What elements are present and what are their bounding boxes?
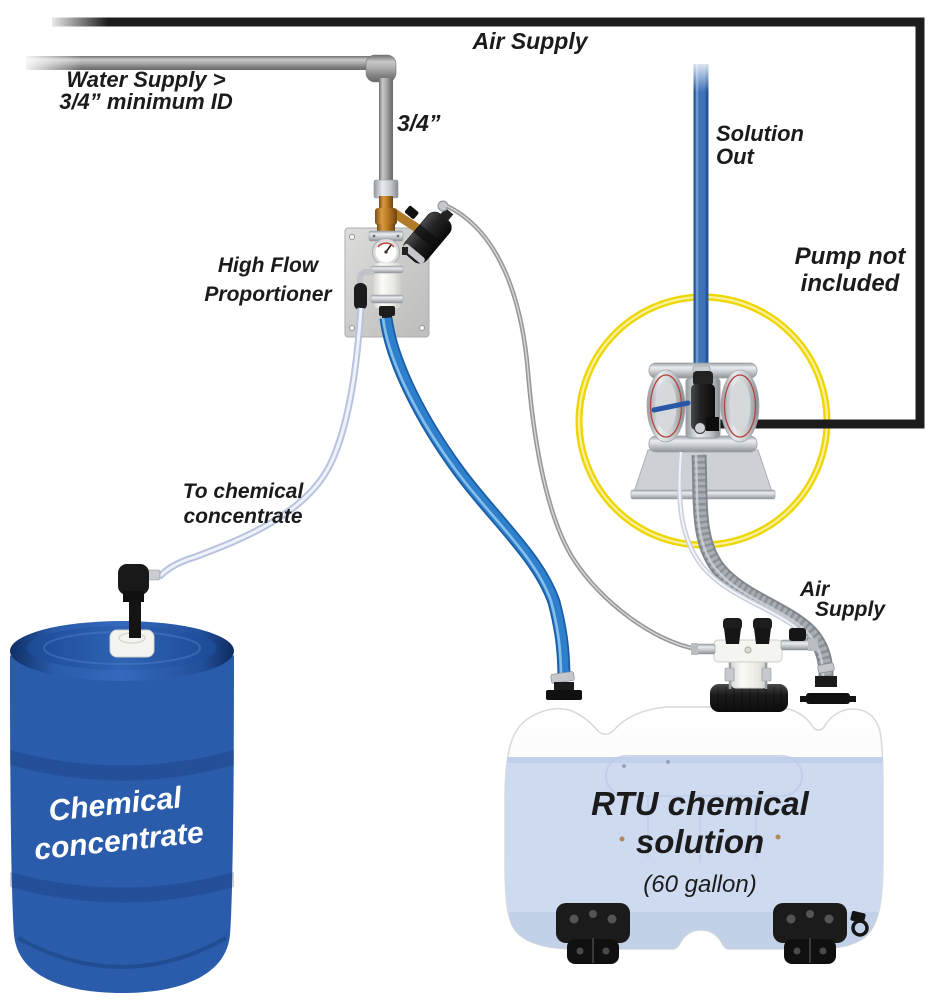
level-rod-tab: [724, 667, 735, 682]
drum-rib-band: [10, 750, 234, 781]
water-pipe-horizontal: [26, 56, 376, 70]
manifold-screw: [744, 646, 752, 654]
manifold-left-fitting: [696, 643, 716, 655]
pump-inlet-detail: [694, 422, 706, 434]
port-fitting: [815, 676, 837, 687]
gauge-side-knob: [402, 247, 408, 255]
hose-clamp: [817, 662, 835, 674]
air-line-path: [52, 17, 925, 429]
water-supply-pipe: [26, 54, 399, 199]
panel-screw-holes: [348, 233, 426, 332]
metering-body: [370, 262, 404, 320]
tank-liquid-line: [505, 757, 883, 763]
tank-lid-and-level-assembly: [691, 618, 818, 712]
high-flow-proportioner: [344, 196, 454, 338]
pump-right-chamber: [720, 369, 760, 443]
tank-left-port: [546, 671, 582, 700]
caster-right: [773, 903, 847, 964]
tank-rivet: [619, 836, 625, 842]
regulator-outlet-elbow: [437, 200, 449, 212]
water-pipe-elbow: [365, 54, 397, 83]
tank-right-port: [800, 662, 856, 704]
chemical-drum: [10, 621, 234, 993]
tank-rivet: [666, 760, 670, 764]
drum-suction-elbow: [118, 564, 161, 638]
drum-rib-band: [10, 872, 234, 903]
air-valve-cap: [693, 371, 713, 386]
brass-inlet-assembly: [368, 196, 420, 242]
tank-drain-ring: [850, 910, 869, 937]
pump-air-inlet-fitting: [706, 417, 719, 431]
lid-ribs: [717, 687, 782, 711]
chemical-inlet-elbow: [354, 269, 374, 310]
air-regulator: [402, 200, 454, 264]
tank-rivet: [775, 834, 781, 840]
tank-molding-grooves: [647, 796, 757, 862]
drum-dip-tube: [129, 600, 141, 638]
drum-body: [10, 655, 234, 993]
port-fitting: [554, 682, 574, 692]
pipe-union-fitting: [373, 179, 399, 199]
hose-clamp: [550, 671, 575, 684]
port-flange: [546, 690, 582, 700]
foot-valve-grip: [354, 283, 367, 310]
caster-left: [556, 903, 630, 964]
fitting-nut: [691, 643, 698, 655]
port-flange: [806, 693, 850, 704]
tank-lid: [710, 684, 788, 712]
flange-tab: [800, 696, 808, 702]
gauge-arc: [377, 242, 395, 248]
manifold-right-fitting: [780, 639, 812, 651]
solution-out-hose: [693, 64, 709, 372]
blue-dispense-hose: [379, 317, 571, 681]
drum-bottom-chime: [17, 936, 227, 969]
tank-rivet: [622, 764, 626, 768]
flange-tab: [848, 696, 856, 702]
regulator-knob: [405, 205, 419, 219]
line-fades: [20, 13, 714, 92]
air-signal-hose: [446, 203, 702, 653]
pressure-gauge: [372, 238, 408, 266]
air-supply-line: [52, 17, 925, 429]
level-probes: [723, 618, 772, 644]
air-shutoff-valve: [789, 628, 806, 641]
diaphragm-pump: [630, 362, 776, 500]
fitting-nut: [808, 639, 818, 651]
pump-blue-lever: [651, 400, 691, 413]
level-rod-tab: [761, 667, 772, 682]
water-pipe-vertical: [379, 78, 393, 181]
corrugated-suction-hose: [691, 454, 834, 685]
tank-molding-recess: [605, 755, 803, 797]
clear-chemical-tube: [156, 307, 365, 580]
